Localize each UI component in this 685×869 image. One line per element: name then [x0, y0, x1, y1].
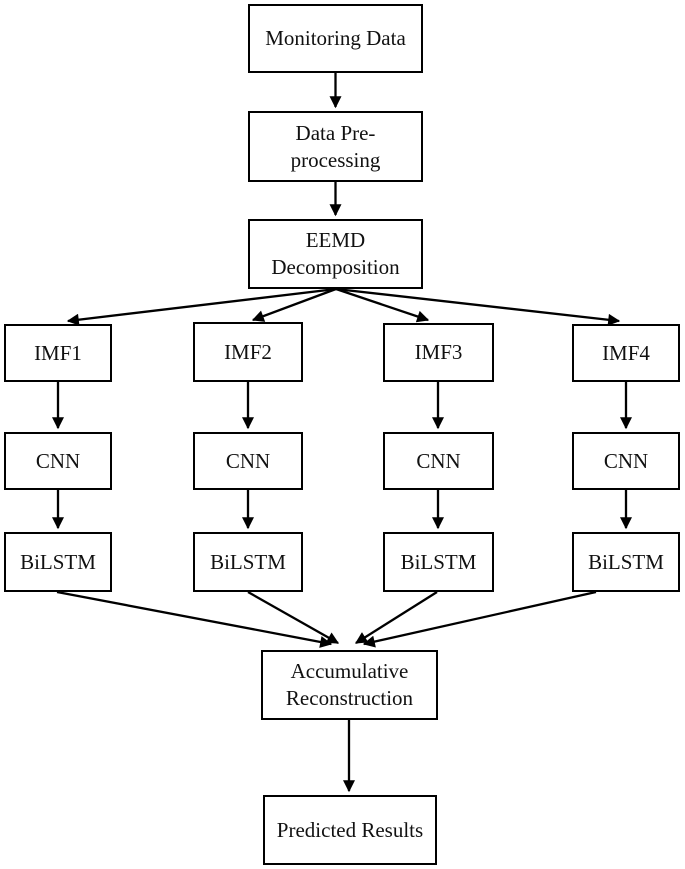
arrow-eemd-to-imf4 — [335, 287, 621, 326]
node-predicted-results: Predicted Results — [263, 795, 437, 865]
arrow-bilstm2-to-accumulative — [247, 590, 340, 645]
arrow-bilstm4-to-accumulative — [362, 590, 597, 648]
arrow-eemd-to-imf1 — [66, 287, 337, 326]
node-bilstm4: BiLSTM — [572, 532, 680, 592]
node-monitoring-data: Monitoring Data — [248, 4, 423, 73]
node-cnn3: CNN — [383, 432, 494, 490]
node-cnn1: CNN — [4, 432, 112, 490]
node-imf3: IMF3 — [383, 323, 494, 382]
node-eemd-decomposition: EEMD Decomposition — [248, 219, 423, 289]
node-imf2: IMF2 — [193, 322, 303, 382]
arrow-bilstm1-to-accumulative — [56, 590, 333, 648]
arrow-bilstm3-to-accumulative — [354, 591, 438, 644]
node-imf1: IMF1 — [4, 324, 112, 382]
arrow-eemd-to-imf3 — [335, 287, 430, 323]
node-data-preprocessing: Data Pre- processing — [248, 111, 423, 182]
node-cnn2: CNN — [193, 432, 303, 490]
arrow-eemd-to-imf2 — [251, 287, 337, 322]
node-accumulative-reconstruction: Accumulative Reconstruction — [261, 650, 438, 720]
node-cnn4: CNN — [572, 432, 680, 490]
node-bilstm1: BiLSTM — [4, 532, 112, 592]
node-bilstm3: BiLSTM — [383, 532, 494, 592]
node-imf4: IMF4 — [572, 324, 680, 382]
node-bilstm2: BiLSTM — [193, 532, 303, 592]
